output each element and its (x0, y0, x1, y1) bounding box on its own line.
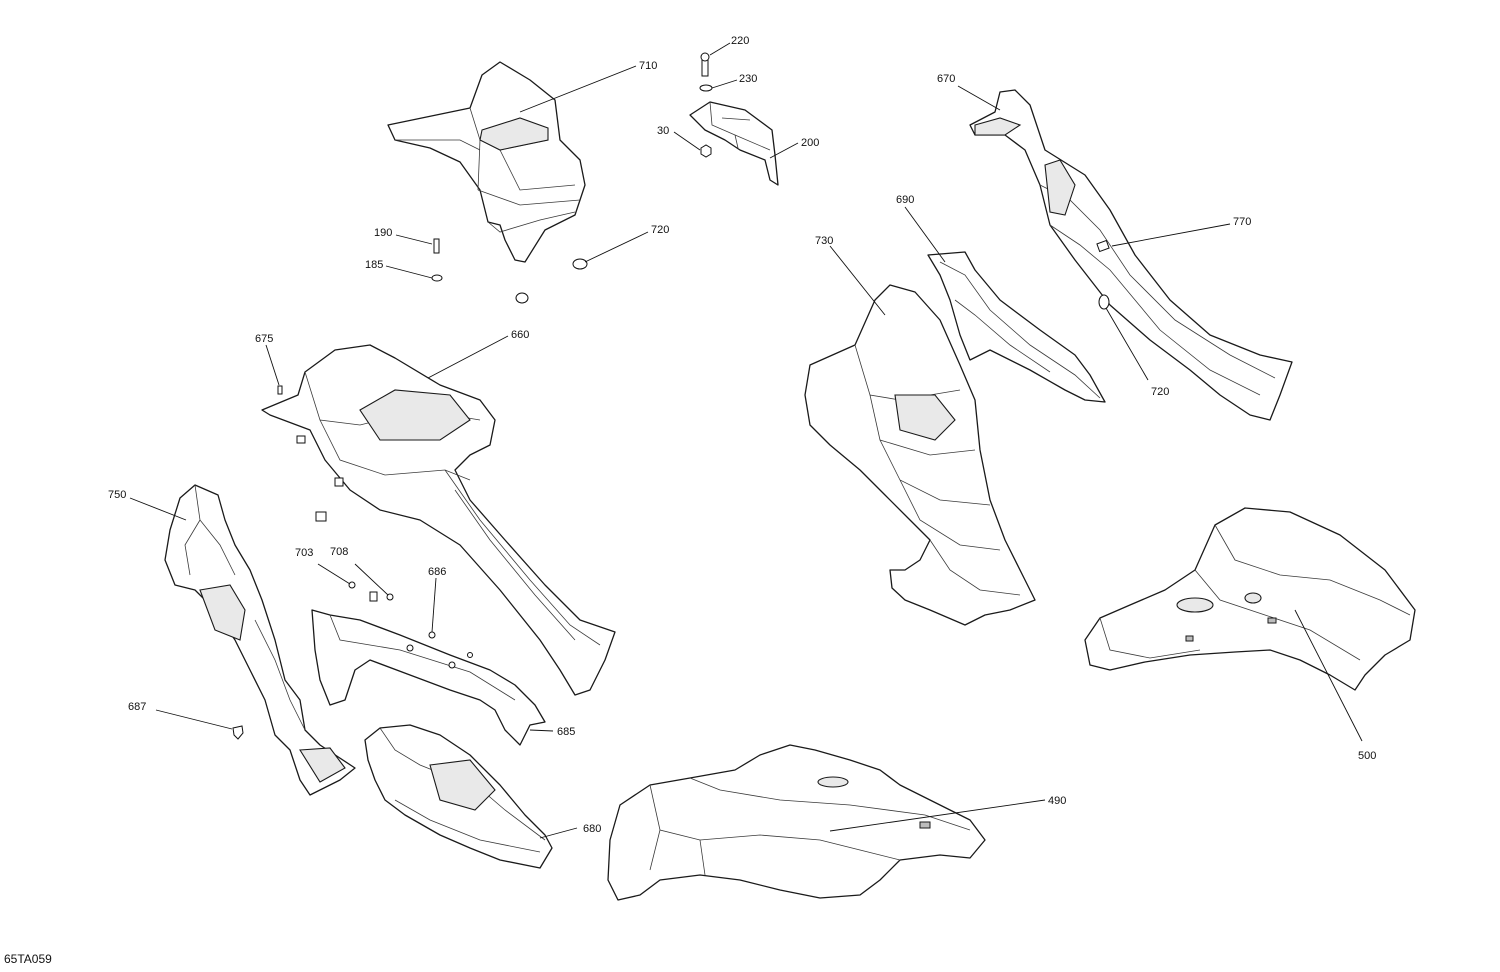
callout-185: 185 (365, 259, 383, 271)
callout-30: 30 (657, 125, 669, 137)
part-690-inner-panel (927, 251, 1106, 403)
callout-675: 675 (255, 333, 273, 345)
part-670-side-rail (969, 89, 1293, 421)
callout-708: 708 (330, 546, 348, 558)
callout-720-top: 720 (651, 224, 669, 236)
callout-703: 703 (295, 547, 313, 559)
callout-labels: 710 220 230 30 200 670 190 185 720 690 7… (108, 35, 1376, 835)
callout-770: 770 (1233, 216, 1251, 228)
part-685-lower-bracket (311, 609, 546, 746)
callout-686: 686 (428, 566, 446, 578)
part-750-left-panel (164, 484, 356, 796)
part-200-bracket (689, 52, 779, 186)
part-730-inner-trim (804, 284, 1036, 626)
callout-500: 500 (1358, 750, 1376, 762)
callout-680: 680 (583, 823, 601, 835)
callout-750: 750 (108, 489, 126, 501)
leader-lines (129, 42, 1363, 839)
part-680-lower-cover (364, 724, 553, 869)
callout-660: 660 (511, 329, 529, 341)
part-710-console-cover (387, 61, 586, 263)
callout-720-right: 720 (1151, 386, 1169, 398)
callout-687: 687 (128, 701, 146, 713)
callout-730: 730 (815, 235, 833, 247)
hardware-703-708-686-687 (232, 581, 436, 740)
callout-710: 710 (639, 60, 657, 72)
callout-690: 690 (896, 194, 914, 206)
callout-670: 670 (937, 73, 955, 85)
callout-220: 220 (731, 35, 749, 47)
callout-200: 200 (801, 137, 819, 149)
callout-230: 230 (739, 73, 757, 85)
callout-490: 490 (1048, 795, 1066, 807)
part-660-main-side-panel (261, 344, 616, 696)
part-490-front-fender (607, 744, 986, 901)
callout-685: 685 (557, 726, 575, 738)
part-500-rear-fender (1084, 507, 1416, 691)
callout-190: 190 (374, 227, 392, 239)
hardware-190-185-720 (431, 238, 588, 304)
diagram-reference-code: 65TA059 (4, 952, 52, 966)
